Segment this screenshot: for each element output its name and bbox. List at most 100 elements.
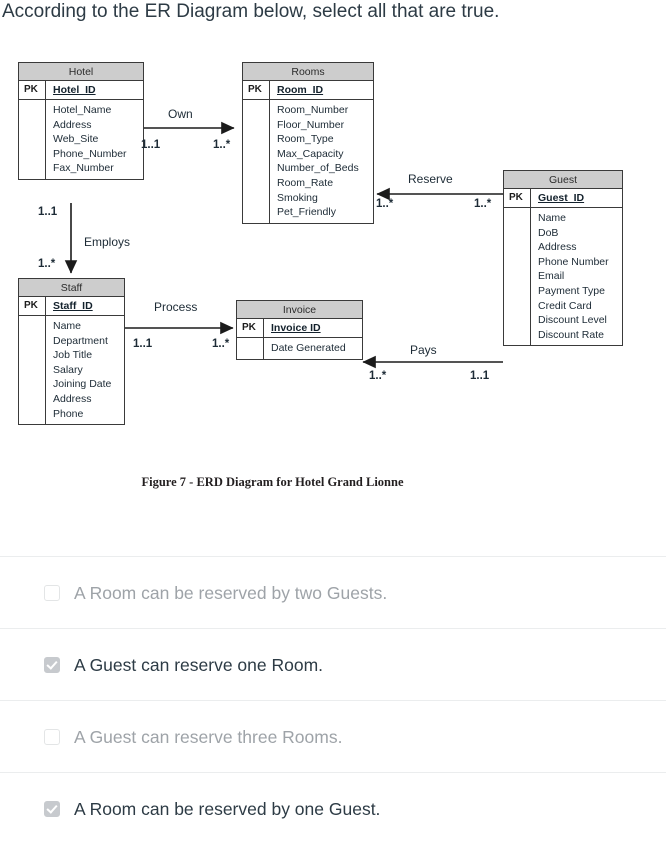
attribute: Salary bbox=[53, 363, 83, 376]
attribute: Fax_Number bbox=[53, 162, 114, 175]
entity-invoice-attributes: Date Generated bbox=[264, 338, 362, 359]
entity-staff-attributes: Name Department Job Title Salary Joining… bbox=[46, 316, 124, 424]
entity-invoice-key: Invoice ID bbox=[271, 322, 321, 334]
entity-invoice-pk-label: PK bbox=[237, 319, 264, 337]
answer-options-list: A Room can be reserved by two Guests. A … bbox=[0, 556, 666, 844]
attribute: Address bbox=[53, 118, 92, 131]
entity-hotel-key-row: PK Hotel_ID bbox=[19, 81, 143, 100]
attribute: Smoking bbox=[277, 191, 318, 204]
entity-invoice-pk-blank bbox=[237, 338, 264, 359]
attribute: Payment Type bbox=[538, 284, 605, 297]
attribute: Address bbox=[538, 241, 577, 254]
attribute: Address bbox=[53, 392, 92, 405]
relationship-label-pays: Pays bbox=[410, 343, 437, 357]
option-row-4[interactable]: A Room can be reserved by one Guest. bbox=[0, 772, 666, 844]
cardinality-employs-to: 1..* bbox=[38, 258, 56, 270]
cardinality-employs-from: 1..1 bbox=[38, 206, 58, 218]
entity-rooms: Rooms PK Room_ID Room_Number Floor_Numbe… bbox=[242, 62, 374, 224]
attribute: Department bbox=[53, 334, 108, 347]
attribute: Joining Date bbox=[53, 378, 112, 391]
entity-hotel: Hotel PK Hotel_ID Hotel_Name Address Web… bbox=[18, 62, 144, 180]
option-row-1[interactable]: A Room can be reserved by two Guests. bbox=[0, 556, 666, 628]
attribute: Room_Number bbox=[277, 104, 349, 116]
attribute: Job Title bbox=[53, 349, 93, 362]
entity-guest-attributes: Name DoB Address Phone Number Email Paym… bbox=[531, 208, 622, 345]
attribute: Discount Level bbox=[538, 314, 607, 327]
attribute: Pet_Friendly bbox=[277, 206, 336, 219]
entity-guest-title: Guest bbox=[504, 171, 622, 189]
entity-staff-pk-label: PK bbox=[19, 297, 46, 315]
entity-rooms-pk-label: PK bbox=[243, 81, 270, 99]
entity-hotel-title: Hotel bbox=[19, 63, 143, 81]
option-label-1: A Room can be reserved by two Guests. bbox=[74, 582, 388, 603]
checkbox-checked-icon[interactable] bbox=[44, 800, 60, 817]
entity-staff: Staff PK Staff_ID Name Department Job Ti… bbox=[18, 278, 125, 426]
relationship-label-reserve: Reserve bbox=[408, 172, 453, 186]
entity-guest-pk-label: PK bbox=[504, 189, 531, 207]
entity-hotel-pk-label: PK bbox=[19, 81, 46, 99]
entity-guest-attr-row: Name DoB Address Phone Number Email Paym… bbox=[504, 208, 622, 346]
cardinality-process-to: 1..* bbox=[212, 338, 230, 350]
option-label-2: A Guest can reserve one Room. bbox=[74, 654, 324, 675]
entity-rooms-attributes: Room_Number Floor_Number Room_Type Max_C… bbox=[270, 100, 373, 223]
attribute: Credit Card bbox=[538, 299, 592, 312]
attribute: Name bbox=[53, 320, 82, 332]
attribute: Room_Rate bbox=[277, 176, 334, 189]
option-row-2[interactable]: A Guest can reserve one Room. bbox=[0, 628, 666, 700]
entity-staff-key: Staff_ID bbox=[53, 300, 93, 312]
attribute: Phone bbox=[53, 407, 84, 420]
attribute: Room_Type bbox=[277, 133, 334, 146]
entity-hotel-pk-blank bbox=[19, 100, 46, 179]
entity-staff-pk-blank bbox=[19, 316, 46, 425]
entity-hotel-attributes: Hotel_Name Address Web_Site Phone_Number… bbox=[46, 100, 143, 179]
attribute: Web_Site bbox=[53, 133, 99, 146]
entity-rooms-key-row: PK Room_ID bbox=[243, 81, 373, 100]
question-prompt: According to the ER Diagram below, selec… bbox=[2, 1, 500, 22]
relationship-label-process: Process bbox=[154, 300, 198, 314]
cardinality-reserve-from: 1..* bbox=[474, 198, 492, 210]
entity-staff-attr-row: Name Department Job Title Salary Joining… bbox=[19, 316, 124, 425]
cardinality-pays-from: 1..1 bbox=[470, 370, 490, 382]
attribute: Email bbox=[538, 270, 565, 283]
entity-rooms-pk-blank bbox=[243, 100, 270, 223]
entity-hotel-attr-row: Hotel_Name Address Web_Site Phone_Number… bbox=[19, 100, 143, 179]
entity-staff-title: Staff bbox=[19, 279, 124, 297]
cardinality-process-from: 1..1 bbox=[133, 338, 153, 350]
entity-rooms-key: Room_ID bbox=[277, 84, 324, 96]
entity-guest-key-row: PK Guest_ID bbox=[504, 189, 622, 208]
attribute: Discount Rate bbox=[538, 328, 604, 341]
relationship-label-employs: Employs bbox=[84, 235, 131, 249]
entity-staff-key-row: PK Staff_ID bbox=[19, 297, 124, 316]
entity-hotel-key: Hotel_ID bbox=[53, 84, 96, 96]
cardinality-own-from: 1..1 bbox=[141, 139, 161, 151]
attribute: Phone Number bbox=[538, 255, 609, 268]
attribute: Date Generated bbox=[271, 342, 346, 354]
option-row-3[interactable]: A Guest can reserve three Rooms. bbox=[0, 700, 666, 772]
option-label-4: A Room can be reserved by one Guest. bbox=[74, 798, 381, 819]
checkbox-unchecked-icon[interactable] bbox=[44, 584, 60, 601]
attribute: Phone_Number bbox=[53, 147, 127, 160]
attribute: Number_of_Beds bbox=[277, 162, 359, 175]
checkbox-checked-icon[interactable] bbox=[44, 656, 60, 673]
attribute: Max_Capacity bbox=[277, 147, 344, 160]
entity-invoice: Invoice PK Invoice ID Date Generated bbox=[236, 300, 363, 360]
entity-invoice-key-row: PK Invoice ID bbox=[237, 319, 362, 338]
attribute: Floor_Number bbox=[277, 118, 345, 131]
relationship-label-own: Own bbox=[168, 107, 193, 121]
entity-rooms-title: Rooms bbox=[243, 63, 373, 81]
entity-guest-pk-blank bbox=[504, 208, 531, 346]
entity-guest-key: Guest_ID bbox=[538, 192, 585, 204]
entity-guest: Guest PK Guest_ID Name DoB Address Phone… bbox=[503, 170, 623, 347]
checkbox-unchecked-icon[interactable] bbox=[44, 728, 60, 745]
entity-rooms-attr-row: Room_Number Floor_Number Room_Type Max_C… bbox=[243, 100, 373, 223]
attribute: DoB bbox=[538, 226, 559, 239]
entity-invoice-attr-row: Date Generated bbox=[237, 338, 362, 359]
cardinality-reserve-to: 1..* bbox=[376, 198, 394, 210]
attribute: Name bbox=[538, 212, 567, 224]
attribute: Hotel_Name bbox=[53, 104, 112, 116]
figure-caption: Figure 7 - ERD Diagram for Hotel Grand L… bbox=[141, 475, 404, 489]
entity-invoice-title: Invoice bbox=[237, 301, 362, 319]
option-label-3: A Guest can reserve three Rooms. bbox=[74, 726, 343, 747]
er-diagram: Hotel PK Hotel_ID Hotel_Name Address Web… bbox=[0, 50, 666, 500]
cardinality-own-to: 1..* bbox=[213, 139, 231, 151]
